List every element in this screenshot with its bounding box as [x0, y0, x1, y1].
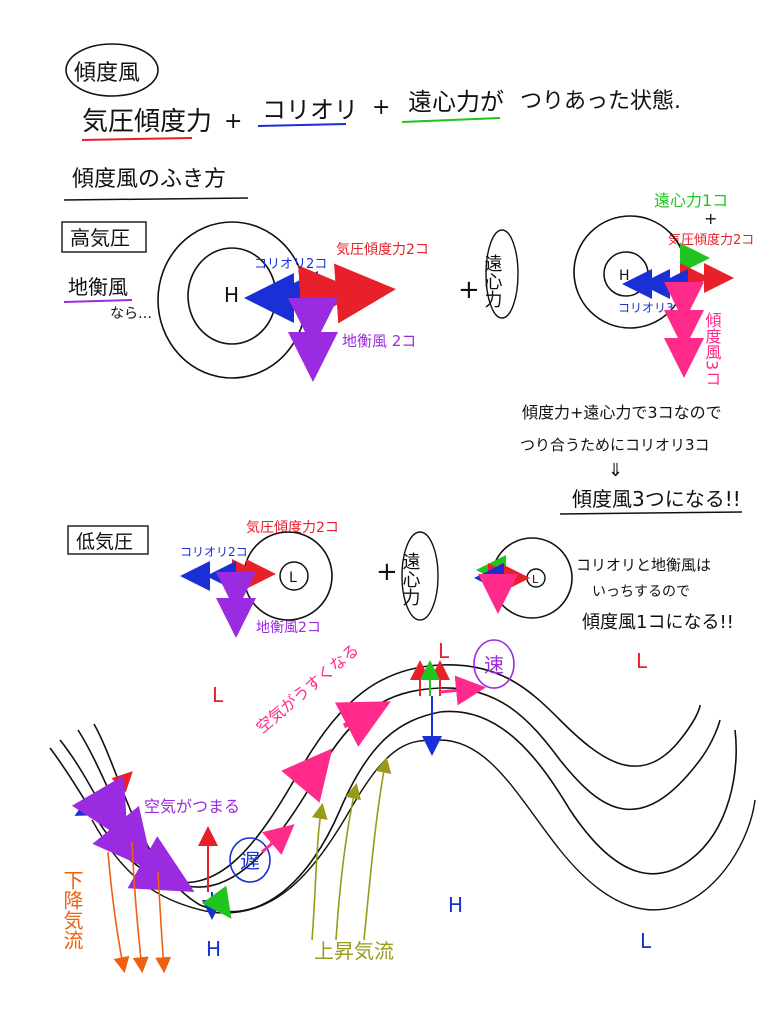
low-box — [67, 525, 149, 555]
wave-left-blue-arrow — [74, 797, 105, 816]
low-outer-circle — [243, 531, 333, 621]
high-note-arrow: ⇓ — [608, 460, 623, 481]
high-coriolis-label: コリオリ2コ — [254, 257, 327, 272]
wave-slow-green-arrow — [201, 885, 232, 919]
low-note-3: 傾度風1コになる!! — [582, 612, 734, 633]
wave-L-top: L — [438, 639, 450, 663]
updraft-line-1 — [311, 802, 328, 941]
wave-H-bottom-left: H — [206, 937, 221, 961]
downdraft-label: 下降気流 — [60, 870, 84, 950]
low-coriolis-label: コリオリ2コ — [180, 545, 248, 559]
downdraft-line-1 — [107, 851, 130, 974]
wave-slow-label: 遅 — [240, 849, 260, 873]
wave-slow-circle — [229, 837, 271, 883]
wave-H-middle: H — [448, 893, 463, 917]
right-centrifugal-label: 遠心力1コ — [654, 191, 728, 210]
wave-fast-label: 速 — [484, 653, 504, 677]
low-box-label: 低気圧 — [76, 531, 133, 553]
right-center-H: H — [619, 268, 630, 284]
summary-term3: 遠心力が — [408, 88, 504, 116]
section-heading: 傾度風のふき方 — [72, 167, 226, 192]
downdraft-line-3 — [155, 871, 172, 974]
wave-flow-magenta-2 — [281, 748, 333, 803]
high-box-label: 高気圧 — [70, 226, 130, 250]
summary-plus2: + — [372, 95, 390, 120]
downdraft-line-2 — [131, 841, 149, 974]
wave-flow-magenta-4 — [439, 675, 486, 706]
title-circle — [65, 43, 159, 97]
summary-plus1: + — [224, 109, 242, 134]
wave-line-mid — [59, 687, 721, 888]
updraft-line-3 — [363, 756, 392, 941]
wave-flow-magenta-3 — [334, 701, 391, 747]
low-right-center-L: L — [532, 573, 539, 586]
wave-L-left: L — [212, 683, 224, 707]
summary-term3-underline — [401, 117, 501, 123]
low-pgf-label: 気圧傾度力2コ — [246, 520, 339, 536]
updraft-line-2 — [335, 782, 361, 941]
low-plus: + — [376, 557, 398, 587]
section-heading-underline — [63, 197, 249, 201]
right-gradient-label: 傾度風3コ — [703, 312, 722, 386]
low-centrifugal-box — [401, 531, 439, 621]
wave-flow-purple-3 — [127, 836, 195, 892]
wave-L-right: L — [636, 649, 648, 673]
wave-air-pile: 空気がつまる — [144, 797, 240, 816]
low-note-1: コリオリと地衡風は — [576, 556, 711, 574]
high-pgf-arrow-1 — [298, 265, 360, 326]
high-conclusion: 傾度風3つになる!! — [572, 487, 741, 511]
low-inner-circle — [279, 561, 309, 591]
right-pgf-label: 気圧傾度力2コ — [668, 232, 754, 248]
low-geo-wind-label: 地衡風2コ — [256, 620, 321, 636]
low-note-2: いっちするので — [592, 584, 690, 600]
high-box — [61, 221, 147, 253]
summary-term1: 気圧傾度力 — [82, 107, 212, 137]
low-centrifugal-label: 遠心力 — [400, 552, 421, 606]
right-plus: + — [704, 209, 717, 228]
high-center-H: H — [224, 283, 239, 307]
summary-term2: コリオリ — [262, 96, 358, 124]
wave-flow-magenta-1 — [261, 824, 295, 856]
high-geo-label: 地衡風 — [68, 275, 128, 299]
wave-line-bottom — [93, 710, 737, 913]
high-note-2: つり合うためにコリオリ3コ — [520, 436, 710, 454]
wave-flow-purple-2 — [92, 805, 154, 872]
page-title: 傾度風 — [74, 61, 140, 86]
high-centrifugal-box — [485, 229, 519, 319]
high-note-1: 傾度力+遠心力で3コなので — [522, 403, 722, 422]
summary-term1-underline — [81, 137, 193, 141]
wave-fast-circle — [473, 639, 515, 689]
right-coriolis-label: コリオリ3コ — [618, 301, 686, 315]
high-centrifugal-label: 遠心力 — [482, 254, 503, 308]
high-pgf-arrow-2 — [333, 263, 396, 324]
low-center-L: L — [289, 570, 297, 586]
high-nara: なら… — [110, 306, 152, 322]
high-conclusion-underline — [559, 511, 743, 515]
updraft-label: 上昇気流 — [314, 939, 394, 963]
summary-term2-underline — [257, 123, 347, 127]
high-plus: + — [458, 275, 480, 305]
high-pgf-label: 気圧傾度力2コ — [336, 242, 429, 258]
wave-L-bottom-right: L — [640, 929, 652, 953]
high-geo-wind-label: 地衡風 2コ — [342, 332, 416, 350]
high-geo-underline — [63, 299, 133, 303]
summary-tail: つりあった状態. — [520, 89, 681, 114]
